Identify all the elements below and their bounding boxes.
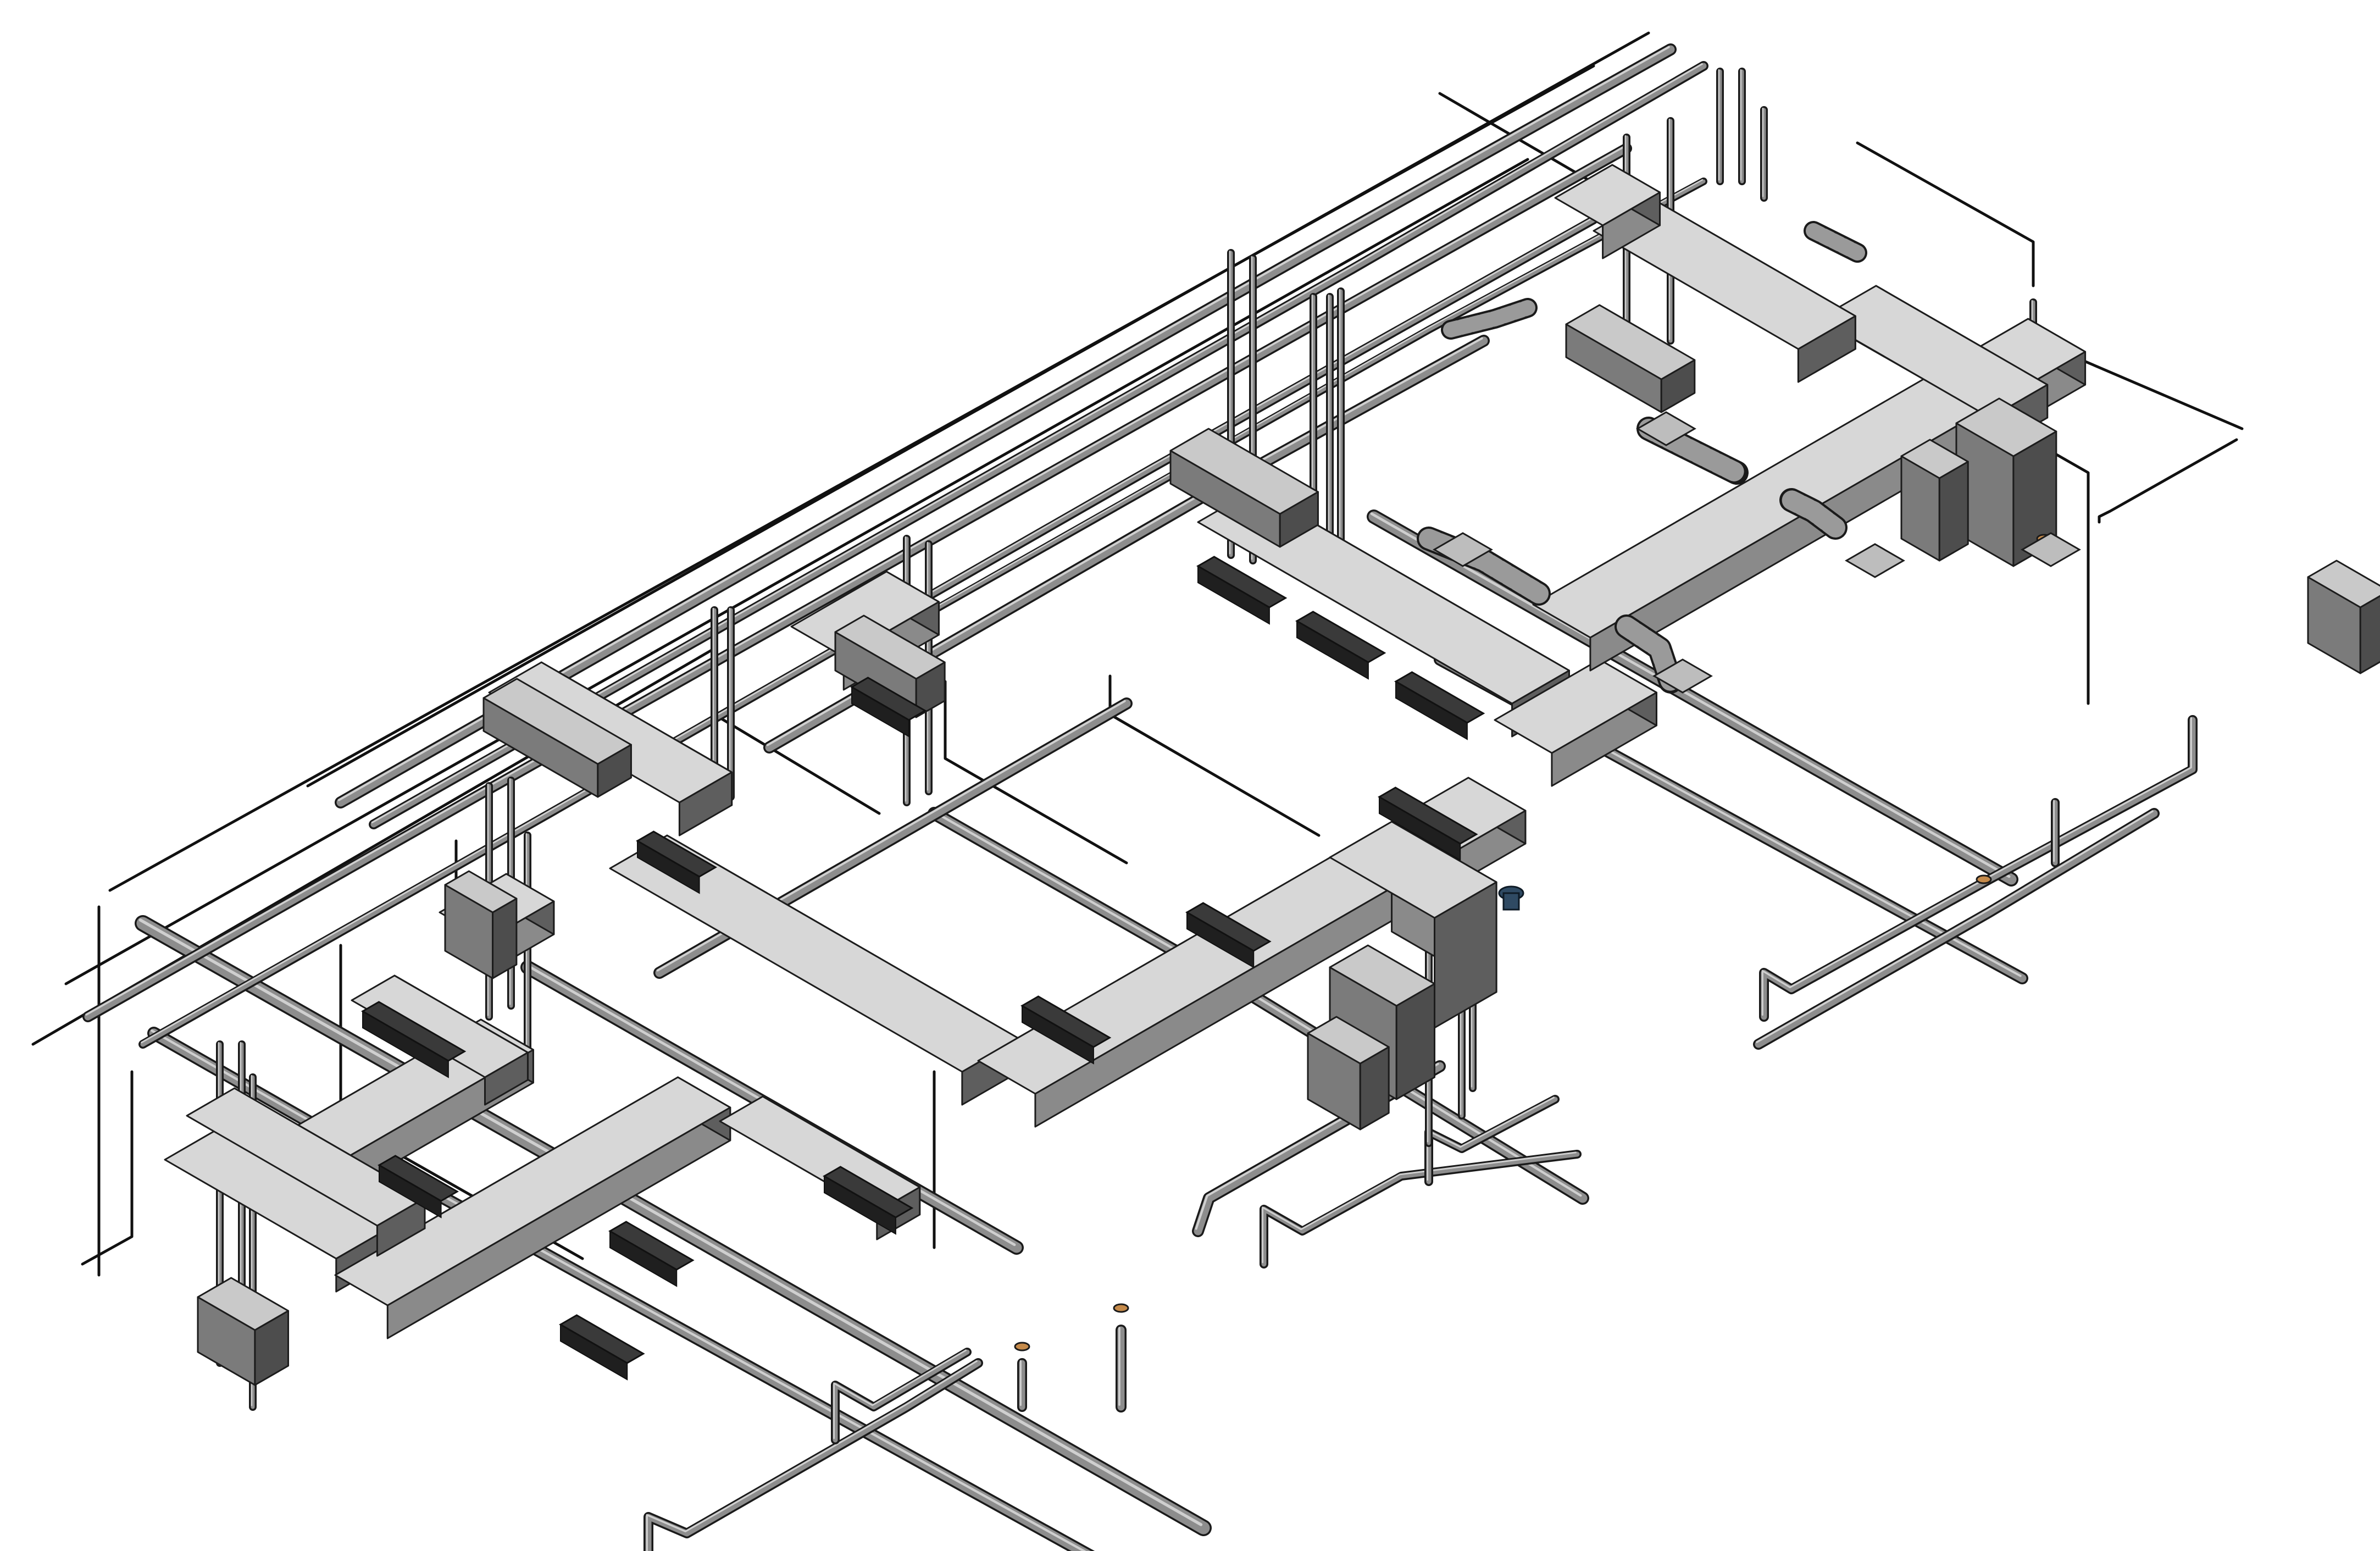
supply-duct-left-mid (334, 1076, 731, 1339)
ceiling-diffuser-5 (2021, 532, 2081, 567)
linear-diffuser-4 (1378, 786, 1478, 861)
floor-drain-2 (1014, 1342, 1030, 1351)
drain-run-4 (1424, 1095, 1560, 1186)
ceiling-diffuser-3 (1652, 658, 1713, 694)
fixtures-and-fittings (361, 411, 2081, 1381)
fan-coil-unit-top-2 (482, 678, 632, 798)
rooftop-unit-right (1955, 397, 2057, 567)
linear-diffuser-12 (559, 1314, 645, 1381)
rooftop-unit-right-2 (1900, 439, 1969, 562)
supply-duct-right-back (1593, 197, 1856, 383)
riser-13 (1716, 68, 1724, 185)
supply-duct-central-right (1494, 658, 1657, 787)
isolation-valve (1498, 885, 1524, 911)
supply-duct-left-side (186, 1087, 426, 1257)
vav-box-left (444, 870, 518, 979)
conduit-center-a (944, 680, 1128, 865)
drain-run-6 (2051, 798, 2060, 867)
linear-diffuser-6 (1020, 995, 1112, 1065)
conduit-left-d (81, 1070, 134, 1266)
drain-run-3 (1260, 1150, 1582, 1269)
linear-diffuser-1 (1196, 556, 1288, 625)
drain-run-8 (1017, 1358, 1027, 1412)
conduit-mid-a (1108, 674, 1321, 837)
flex-duct-right-2 (1779, 488, 1848, 540)
linear-diffuser-5 (1185, 902, 1272, 968)
fan-coil-unit-left (197, 1277, 290, 1386)
fan-coil-unit-top-3 (834, 614, 946, 718)
ceiling-diffuser-2 (1433, 532, 1493, 567)
linear-diffuser-13 (636, 830, 718, 894)
hw-main-top-1 (335, 43, 1677, 808)
drain-run-7 (1116, 1325, 1127, 1412)
cw-main-top-1 (82, 143, 1632, 1022)
conduit-upper-a (1856, 141, 2035, 287)
sanitary-cross-4 (1753, 808, 2160, 1050)
fan-coil-unit-top-1 (1169, 428, 1319, 548)
riser-12 (1337, 287, 1345, 581)
drain-run-1 (643, 1358, 983, 1551)
hw-main-top-2 (369, 61, 1708, 829)
linear-diffuser-3 (1394, 671, 1485, 740)
electrical-panel (2307, 560, 2380, 674)
sanitary-main-right (1367, 509, 2018, 887)
riser-5 (727, 606, 735, 801)
mechanical-equipment (197, 304, 2380, 1386)
linear-diffuser-8 (361, 1001, 467, 1078)
flex-duct-top-2 (1804, 221, 1867, 263)
supply-duct-central-drop (1329, 821, 1497, 1029)
riser-14 (1738, 68, 1746, 185)
conduit-top-run-3 (64, 158, 1529, 985)
drain-run-2 (831, 1348, 972, 1444)
supply-duct-right-upper (1554, 164, 1661, 259)
linear-diffuser-2 (1295, 611, 1386, 680)
flex-duct-top-1 (1441, 298, 1538, 340)
supply-branch-left-a (351, 974, 529, 1106)
linear-diffuser-9 (823, 1166, 914, 1235)
conduit-top-run-2 (108, 64, 1595, 892)
ceiling-diffuser-1 (1845, 543, 1905, 578)
conduit-right-loop (2098, 438, 2238, 524)
riser-11 (1326, 293, 1334, 542)
ceiling-diffuser-4 (1636, 411, 1696, 446)
drain-run-5 (1759, 715, 2198, 1022)
riser-15 (1760, 106, 1768, 202)
linear-diffuser-10 (608, 1221, 695, 1287)
air-handling-unit-return (1307, 1016, 1390, 1131)
floor-drain-1 (1113, 1303, 1129, 1313)
floor-drain-3 (1976, 874, 1992, 884)
linear-diffuser-7 (850, 677, 927, 738)
linear-diffuser-11 (378, 1155, 459, 1218)
fan-coil-unit-upper (1565, 304, 1696, 413)
